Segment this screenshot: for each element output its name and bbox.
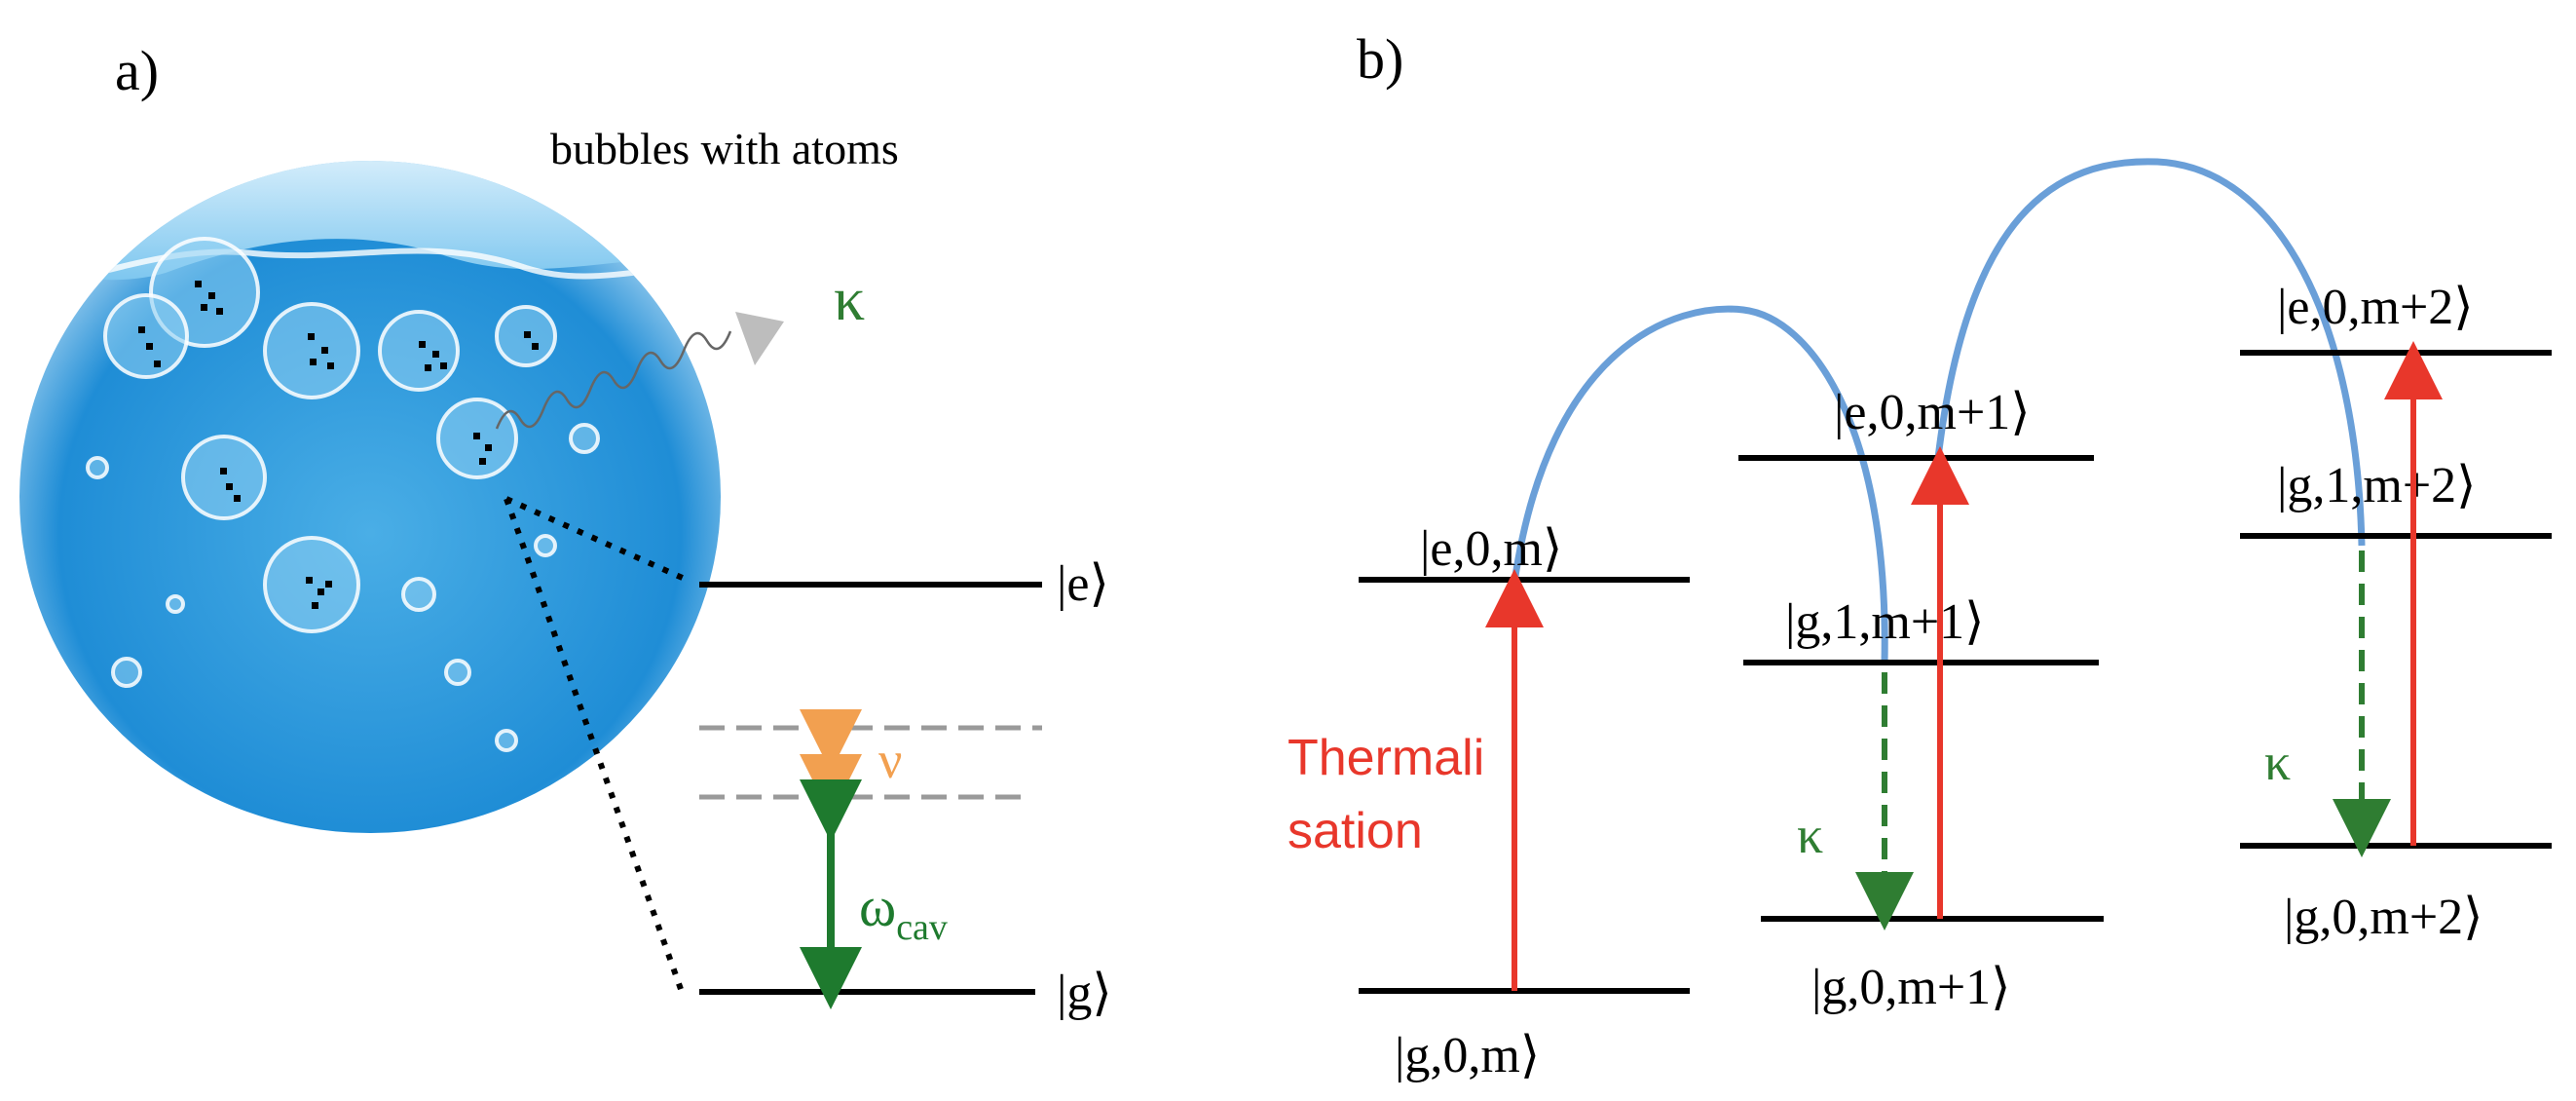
thermalisation-line1: Thermali: [1288, 730, 1484, 786]
photon-wiggle: [495, 330, 732, 430]
label-g1m1: |g,1,m+1⟩: [1785, 594, 1984, 650]
omega-cav-label: ωcav: [859, 875, 948, 948]
level-e-label: |e⟩: [1057, 556, 1109, 612]
photon-arrowhead: [735, 312, 784, 365]
hop-arc-2: [1934, 158, 2366, 547]
level-g-label: |g⟩: [1057, 966, 1112, 1021]
panel-b-label: b): [1357, 27, 1403, 91]
panel-a-label: a): [115, 39, 159, 102]
label-e0m: |e,0,m⟩: [1420, 521, 1562, 577]
bubbles: [86, 237, 600, 752]
kappa-decay-2: κ: [2264, 733, 2291, 791]
label-g0m: |g,0,m⟩: [1395, 1028, 1540, 1083]
hop-arc-1: [1511, 305, 1888, 664]
label-g0m2: |g,0,m+2⟩: [2284, 890, 2483, 945]
nu-label: ν: [878, 731, 902, 789]
bubble-caption: bubbles with atoms: [550, 124, 899, 173]
kappa-photon: κ: [834, 264, 865, 333]
zoom-line-top: [504, 496, 689, 583]
atom-dots: [138, 281, 539, 609]
label-e0m1: |e,0,m+1⟩: [1834, 385, 2031, 440]
water-oval: [19, 161, 721, 833]
thermalisation-line2: sation: [1288, 803, 1423, 859]
label-g0m1: |g,0,m+1⟩: [1811, 960, 2010, 1015]
label-g1m2: |g,1,m+2⟩: [2277, 458, 2476, 513]
kappa-decay-1: κ: [1797, 806, 1823, 864]
label-e0m2: |e,0,m+2⟩: [2277, 280, 2474, 335]
